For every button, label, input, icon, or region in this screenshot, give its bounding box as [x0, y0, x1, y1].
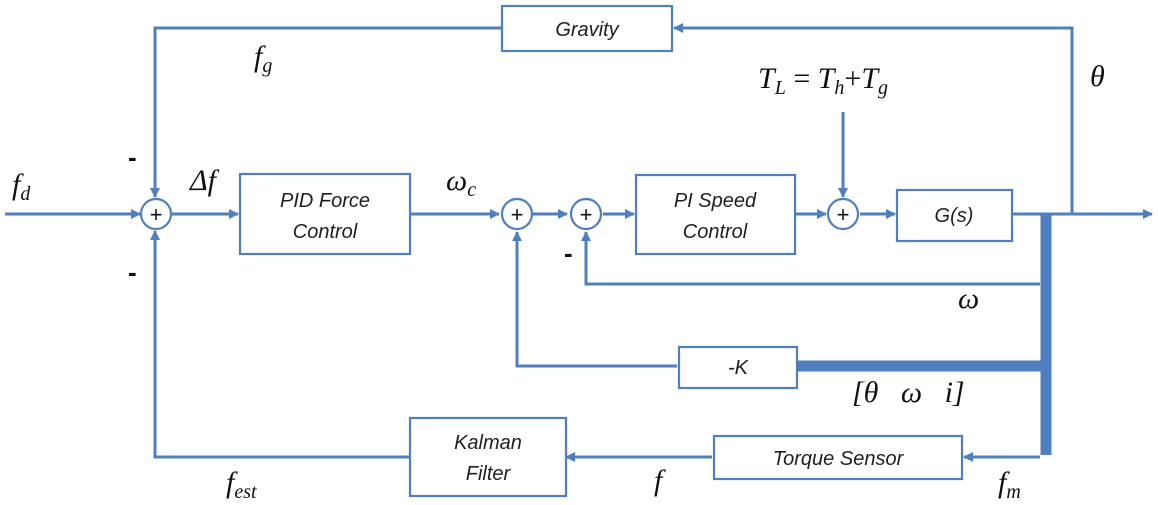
sum3-bottom-minus: - — [564, 238, 573, 268]
gravity-label: Gravity — [555, 19, 619, 41]
wire-kalman-to-sum1 — [150, 230, 410, 459]
signal-fg: fg — [254, 40, 272, 77]
sum-junction-2: + — [500, 197, 534, 231]
sum-junction-3: + — [569, 197, 603, 231]
pid-force-control-block: PID Force Control — [238, 172, 412, 256]
signal-delta-f: Δf — [189, 164, 220, 197]
signal-omega-c: ωc — [446, 164, 476, 201]
gravity-block: Gravity — [500, 4, 674, 53]
wire-theta-to-gravity — [673, 23, 1074, 214]
signal-f: f — [654, 464, 666, 497]
signal-fd: fd — [12, 168, 31, 205]
sum-junction-3-plus: + — [580, 202, 593, 227]
torque-sensor-label: Torque Sensor — [773, 448, 905, 470]
torque-sensor-block: Torque Sensor — [712, 434, 964, 481]
pi-speed-control-block: PI Speed Control — [634, 173, 797, 256]
kalman-label-line1: Kalman — [454, 432, 522, 454]
gain-block: -K — [677, 345, 799, 390]
signal-state-vector: [θ ω i] — [852, 376, 965, 409]
signal-omega: ω — [958, 282, 979, 315]
wire-gravity-to-sum1 — [150, 26, 502, 198]
sum1-bottom-minus: - — [128, 257, 137, 287]
gain-label: -K — [728, 357, 750, 379]
signal-theta: θ — [1090, 60, 1105, 93]
sum-junction-1-plus: + — [150, 202, 163, 227]
kalman-label-line2: Filter — [466, 463, 512, 485]
pi-label-line1: PI Speed — [674, 190, 757, 212]
sum-junction-2-plus: + — [511, 202, 524, 227]
sum-junction-4-plus: + — [837, 202, 850, 227]
sum-junction-1: + — [139, 197, 173, 231]
plant-label: G(s) — [935, 205, 974, 227]
sum-junction-4: + — [826, 197, 860, 231]
signal-fm: fm — [998, 466, 1021, 503]
pi-label-line2: Control — [683, 221, 748, 243]
pid-label-line1: PID Force — [280, 190, 370, 212]
plant-block: G(s) — [895, 188, 1014, 243]
wire-omega-feedback — [581, 231, 1040, 286]
wire-gain-to-sum2 — [512, 231, 677, 368]
signal-fest: fest — [226, 466, 257, 503]
pid-label-line2: Control — [293, 221, 358, 243]
sum1-top-minus: - — [128, 142, 137, 172]
kalman-filter-block: Kalman Filter — [408, 416, 568, 498]
load-torque-equation: TL = Th+Tg — [758, 62, 888, 99]
